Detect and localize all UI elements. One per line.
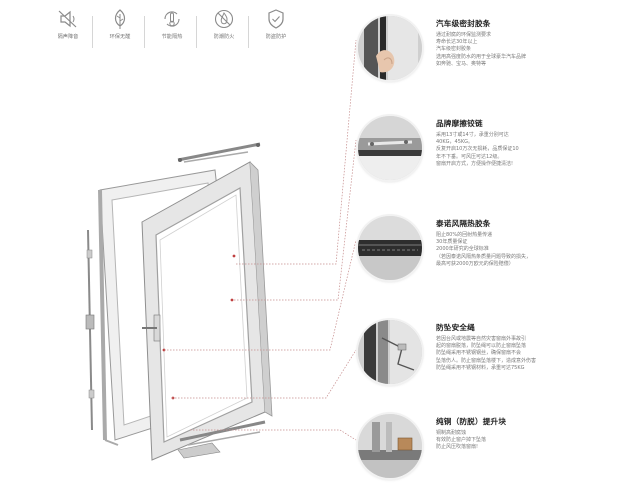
no-flame-icon [214,9,234,29]
feature-label: 环保无醛 [109,34,131,40]
feature-icon-strip: 隔声降音 环保无醛 节能隔热 防潮防火 [46,8,296,60]
divider [144,16,145,48]
seal-strip-detail [358,16,422,80]
callout-line: 如奔驰、宝马、奥特等 [436,60,487,67]
callout-line: 窗扇开启方式，方便操作便捷清洁! [436,160,514,167]
top-hinge [177,142,261,163]
callout-line: 铜制高耐腐蚀 [436,430,467,436]
feature-label: 节能隔热 [161,34,183,40]
callout-text: 泰诺风隔热胶条 阻止80%的回射热量传递 30年质量保证 2000年研究的全球标… [436,218,618,268]
callout-title: 纯铜（防脱）提升块 [436,417,507,426]
callout-line: 有效防止窗户掉下坠落 [436,437,487,444]
callout-line: 防坠绳采用不锈钢钢丝，确保窗扇不会 [436,350,522,357]
thermal-strip-detail [358,216,422,280]
callout-line: 防坠绳采用不锈钢材料，承重可达75KG [436,364,525,371]
callout-line: 反复开启10万次无损耗，品质保证10 [436,146,519,153]
casement-window-illustration [85,142,273,461]
callout-text: 纯铜（防脱）提升块 铜制高耐腐蚀 有效防止窗户掉下坠落 防止风压吹落窗扇! [436,416,618,452]
callout-line: 30年质量保证 [436,239,468,246]
safety-rope-detail [358,320,422,384]
callout-title: 汽车级密封胶条 [436,19,491,28]
feature-fire: 防潮防火 [202,8,246,40]
feature-energy: 节能隔热 [150,8,194,40]
feature-label: 隔声降音 [57,34,79,40]
callout-line: 阻止80%的回射热量传递 [436,232,493,238]
callout-text: 品牌摩擦铰链 采用13寸或14寸，承重分别可达 40KG，45KG。 反复开启1… [436,118,618,168]
callout-line: 选用高强度防水的用于全球豪华汽车品牌 [436,53,527,60]
lift-block-detail [358,414,422,478]
callout-line: 寿命长达30年以上 [436,39,478,46]
divider [248,16,249,48]
shield-check-icon [268,9,284,29]
divider [92,16,93,48]
callout-text: 防坠安全绳 若因台风或地震等自然灾害窗扇外事故引 起的窗扇脱落，防坠绳可以防止窗… [436,322,618,372]
callout-line: 年不下垂。可风压可达12级。 [436,153,503,160]
callout-friction-hinge: 品牌摩擦铰链 采用13寸或14寸，承重分别可达 40KG，45KG。 反复开启1… [358,116,620,192]
thermometer-recycle-icon [164,11,180,27]
callout-title: 泰诺风隔热胶条 [436,219,491,228]
callout-line: 汽车级密封胶条 [436,46,472,53]
callout-line: 坠落伤人。防止窗扇坠落楼下，造成意外伤害 [436,357,537,364]
callout-line: 最高可获2000万欧元的保险赔偿） [436,260,514,267]
friction-hinge-detail [358,116,422,180]
feature-sound-insulation: 隔声降音 [46,8,90,40]
feature-security: 防盗防护 [254,8,298,40]
callout-seal-strip: 汽车级密封胶条 通过耐腐的环保监测要求 寿命长达30年以上 汽车级密封胶条 选用… [358,16,620,92]
feature-label: 防潮防火 [213,34,235,40]
callout-text: 汽车级密封胶条 通过耐腐的环保监测要求 寿命长达30年以上 汽车级密封胶条 选用… [436,18,618,68]
callout-line: 40KG，45KG。 [436,139,474,146]
callout-line: 采用13寸或14寸，承重分别可达 [436,132,509,138]
callout-thermal-strip: 泰诺风隔热胶条 阻止80%的回射热量传递 30年质量保证 2000年研究的全球标… [358,216,620,292]
feature-label: 防盗防护 [265,34,287,40]
callout-line: （若因泰诺风隔热条质量问题导致的损失， [436,253,532,260]
callout-lift-block: 纯铜（防脱）提升块 铜制高耐腐蚀 有效防止窗户掉下坠落 防止风压吹落窗扇! [358,414,620,490]
divider [196,16,197,48]
speaker-mute-icon [58,10,77,28]
callout-line: 2000年研究的全球标准 [436,246,489,253]
lock-bar [85,229,95,431]
callout-title: 品牌摩擦铰链 [436,119,483,128]
callout-line: 防止风压吹落窗扇! [436,444,479,451]
leaf-icon [114,9,126,29]
feature-eco: 环保无醛 [98,8,142,40]
callout-line: 通过耐腐的环保监测要求 [436,32,492,38]
callout-line: 若因台风或地震等自然灾害窗扇外事故引 [436,336,527,342]
callout-title: 防坠安全绳 [436,323,475,332]
callout-line: 起的窗扇脱落，防坠绳可以防止窗扇坠落 [436,343,527,350]
callout-safety-rope: 防坠安全绳 若因台风或地震等自然灾害窗扇外事故引 起的窗扇脱落，防坠绳可以防止窗… [358,320,620,396]
